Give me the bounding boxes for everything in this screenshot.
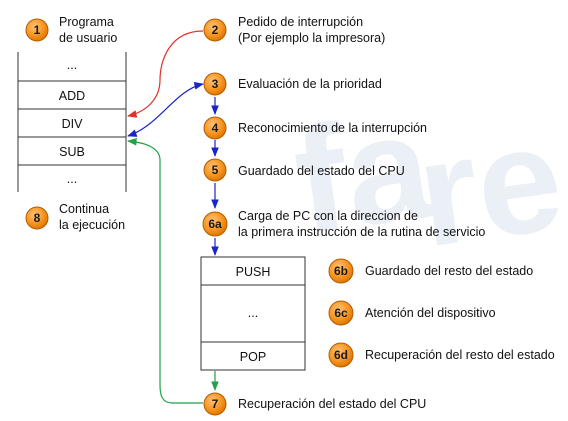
step-2-label-line2: (Por ejemplo la impresora) [238, 31, 385, 45]
program-cell-ellipsis-bottom: ... [67, 172, 77, 186]
background-watermark: fa re [285, 80, 568, 278]
step-2-number: 2 [212, 23, 219, 37]
step-4-label: Reconocimiento de la interrupción [238, 121, 427, 135]
step-6a-label-line2: la primera instrucción de la rutina de s… [238, 225, 485, 239]
step-4-number: 4 [212, 121, 219, 135]
step-8-number: 8 [34, 211, 41, 225]
step-6d: 6d Recuperación del resto del estado [328, 342, 555, 368]
step-2: 2 Pedido de interrupción (Por ejemplo la… [203, 15, 385, 45]
watermark-glyph: re [408, 92, 568, 278]
program-title-line1: Programa [59, 15, 114, 29]
step-1-number: 1 [34, 23, 41, 37]
step-6b: 6b Guardado del resto del estado [328, 258, 533, 284]
step-6d-label: Recuperación del resto del estado [365, 348, 555, 362]
step-5-number: 5 [212, 163, 219, 177]
step-3-label: Evaluación de la prioridad [238, 77, 382, 91]
program-column: ... ADD DIV SUB ... [17, 52, 127, 192]
step-8: 8 Continua la ejecución [25, 202, 125, 232]
step-8-label-line2: la ejecución [59, 218, 125, 232]
step-8-badge [25, 206, 49, 230]
step-6b-label: Guardado del resto del estado [365, 264, 533, 278]
program-cell-sub [17, 136, 127, 166]
step-6d-badge [328, 342, 354, 368]
program-cell-ellipsis-top: ... [67, 58, 77, 72]
step-3-number: 3 [212, 77, 219, 91]
step-1-badge [25, 18, 49, 42]
handler-cell-pop [200, 341, 306, 371]
handler-cell-push [200, 256, 306, 286]
step-5-badge [203, 158, 227, 182]
step-6a-number: 6a [208, 217, 222, 231]
step-6c-badge [328, 300, 354, 326]
step-6c-number: 6c [334, 306, 348, 320]
step-7-number: 7 [212, 397, 219, 411]
step-8-label-line1: Continua [59, 202, 109, 216]
step-7-label: Recuperación del estado del CPU [238, 397, 426, 411]
handler-pop-label: POP [240, 350, 266, 364]
step-3: 3 Evaluación de la prioridad [203, 72, 382, 96]
arrow-return-to-program [127, 137, 203, 404]
step-6a: 6a Carga de PC con la direccion de la pr… [202, 209, 485, 239]
flow-arrows [127, 30, 219, 404]
program-cell-add-label: ADD [59, 89, 85, 103]
step-5-label: Guardado del estado del CPU [238, 164, 405, 178]
handler-cell-body [200, 284, 306, 343]
arrow-priority-evaluation [127, 82, 204, 137]
step-5: 5 Guardado del estado del CPU [203, 158, 405, 182]
step-6c-label: Atención del dispositivo [365, 306, 496, 320]
handler-routine: PUSH ... POP [200, 256, 306, 371]
step-4: 4 Reconocimiento de la interrupción [203, 116, 427, 140]
step-7-badge [203, 392, 227, 416]
program-cell-add [17, 80, 127, 110]
program-cell-sub-label: SUB [59, 145, 85, 159]
arrow-interrupt-request [127, 30, 204, 118]
step-6a-badge [202, 211, 228, 237]
step-6d-number: 6d [334, 348, 348, 362]
step-1: 1 Programa de usuario [25, 15, 117, 45]
handler-body-label: ... [248, 306, 258, 320]
step-6c: 6c Atención del dispositivo [328, 300, 496, 326]
watermark-glyph: fa [285, 80, 442, 265]
step-6b-number: 6b [334, 264, 348, 278]
step-2-label-line1: Pedido de interrupción [238, 15, 363, 29]
step-6b-badge [328, 258, 354, 284]
program-title-line2: de usuario [59, 31, 117, 45]
step-4-badge [203, 116, 227, 140]
step-2-badge [203, 18, 227, 42]
step-6a-label-line1: Carga de PC con la direccion de [238, 209, 418, 223]
program-cell-div-label: DIV [62, 117, 84, 131]
handler-push-label: PUSH [236, 265, 271, 279]
step-3-badge [203, 72, 227, 96]
step-7: 7 Recuperación del estado del CPU [203, 392, 426, 416]
